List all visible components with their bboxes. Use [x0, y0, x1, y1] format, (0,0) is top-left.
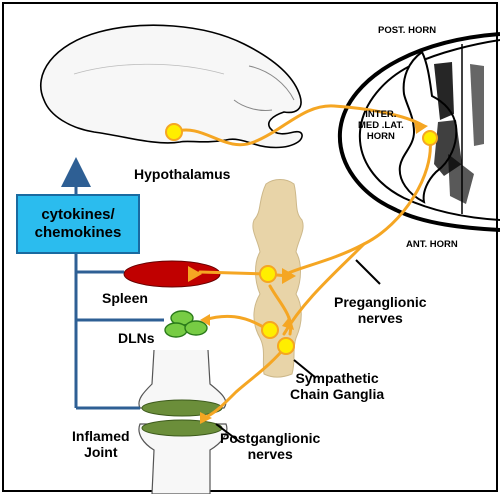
preganglionic-label: Preganglionic nerves — [334, 294, 427, 327]
lymph-nodes — [164, 310, 208, 338]
cytokines-line-1: cytokines/ — [41, 206, 115, 223]
leader-lines — [215, 259, 381, 443]
nerve-arrowheads — [188, 120, 428, 424]
spinal-cord-section — [337, 32, 500, 232]
spleen-label: Spleen — [102, 290, 148, 306]
nerve-pathways — [172, 104, 432, 418]
cytokines-line-2: chemokines — [34, 224, 122, 241]
hypothalamus-label: Hypothalamus — [134, 166, 231, 182]
dlns-label: DLNs — [118, 330, 155, 346]
brain — [39, 24, 303, 149]
iml-horn-label: INTER. MED .LAT. HORN — [358, 109, 404, 142]
ant-horn-label: ANT. HORN — [406, 239, 458, 250]
cytokines-box: cytokines/ chemokines — [16, 194, 140, 254]
sympathetic-label: Sympathetic Chain Ganglia — [290, 370, 385, 403]
joint-shape — [138, 349, 228, 494]
postganglionic-label: Postganglionic nerves — [220, 430, 321, 463]
spleen-shape — [123, 260, 221, 288]
diagram-drawing — [39, 24, 500, 494]
inflamed-joint-label: Inflamed Joint — [72, 428, 130, 461]
post-horn-label: POST. HORN — [378, 25, 437, 36]
neuron-nodes — [165, 123, 438, 355]
